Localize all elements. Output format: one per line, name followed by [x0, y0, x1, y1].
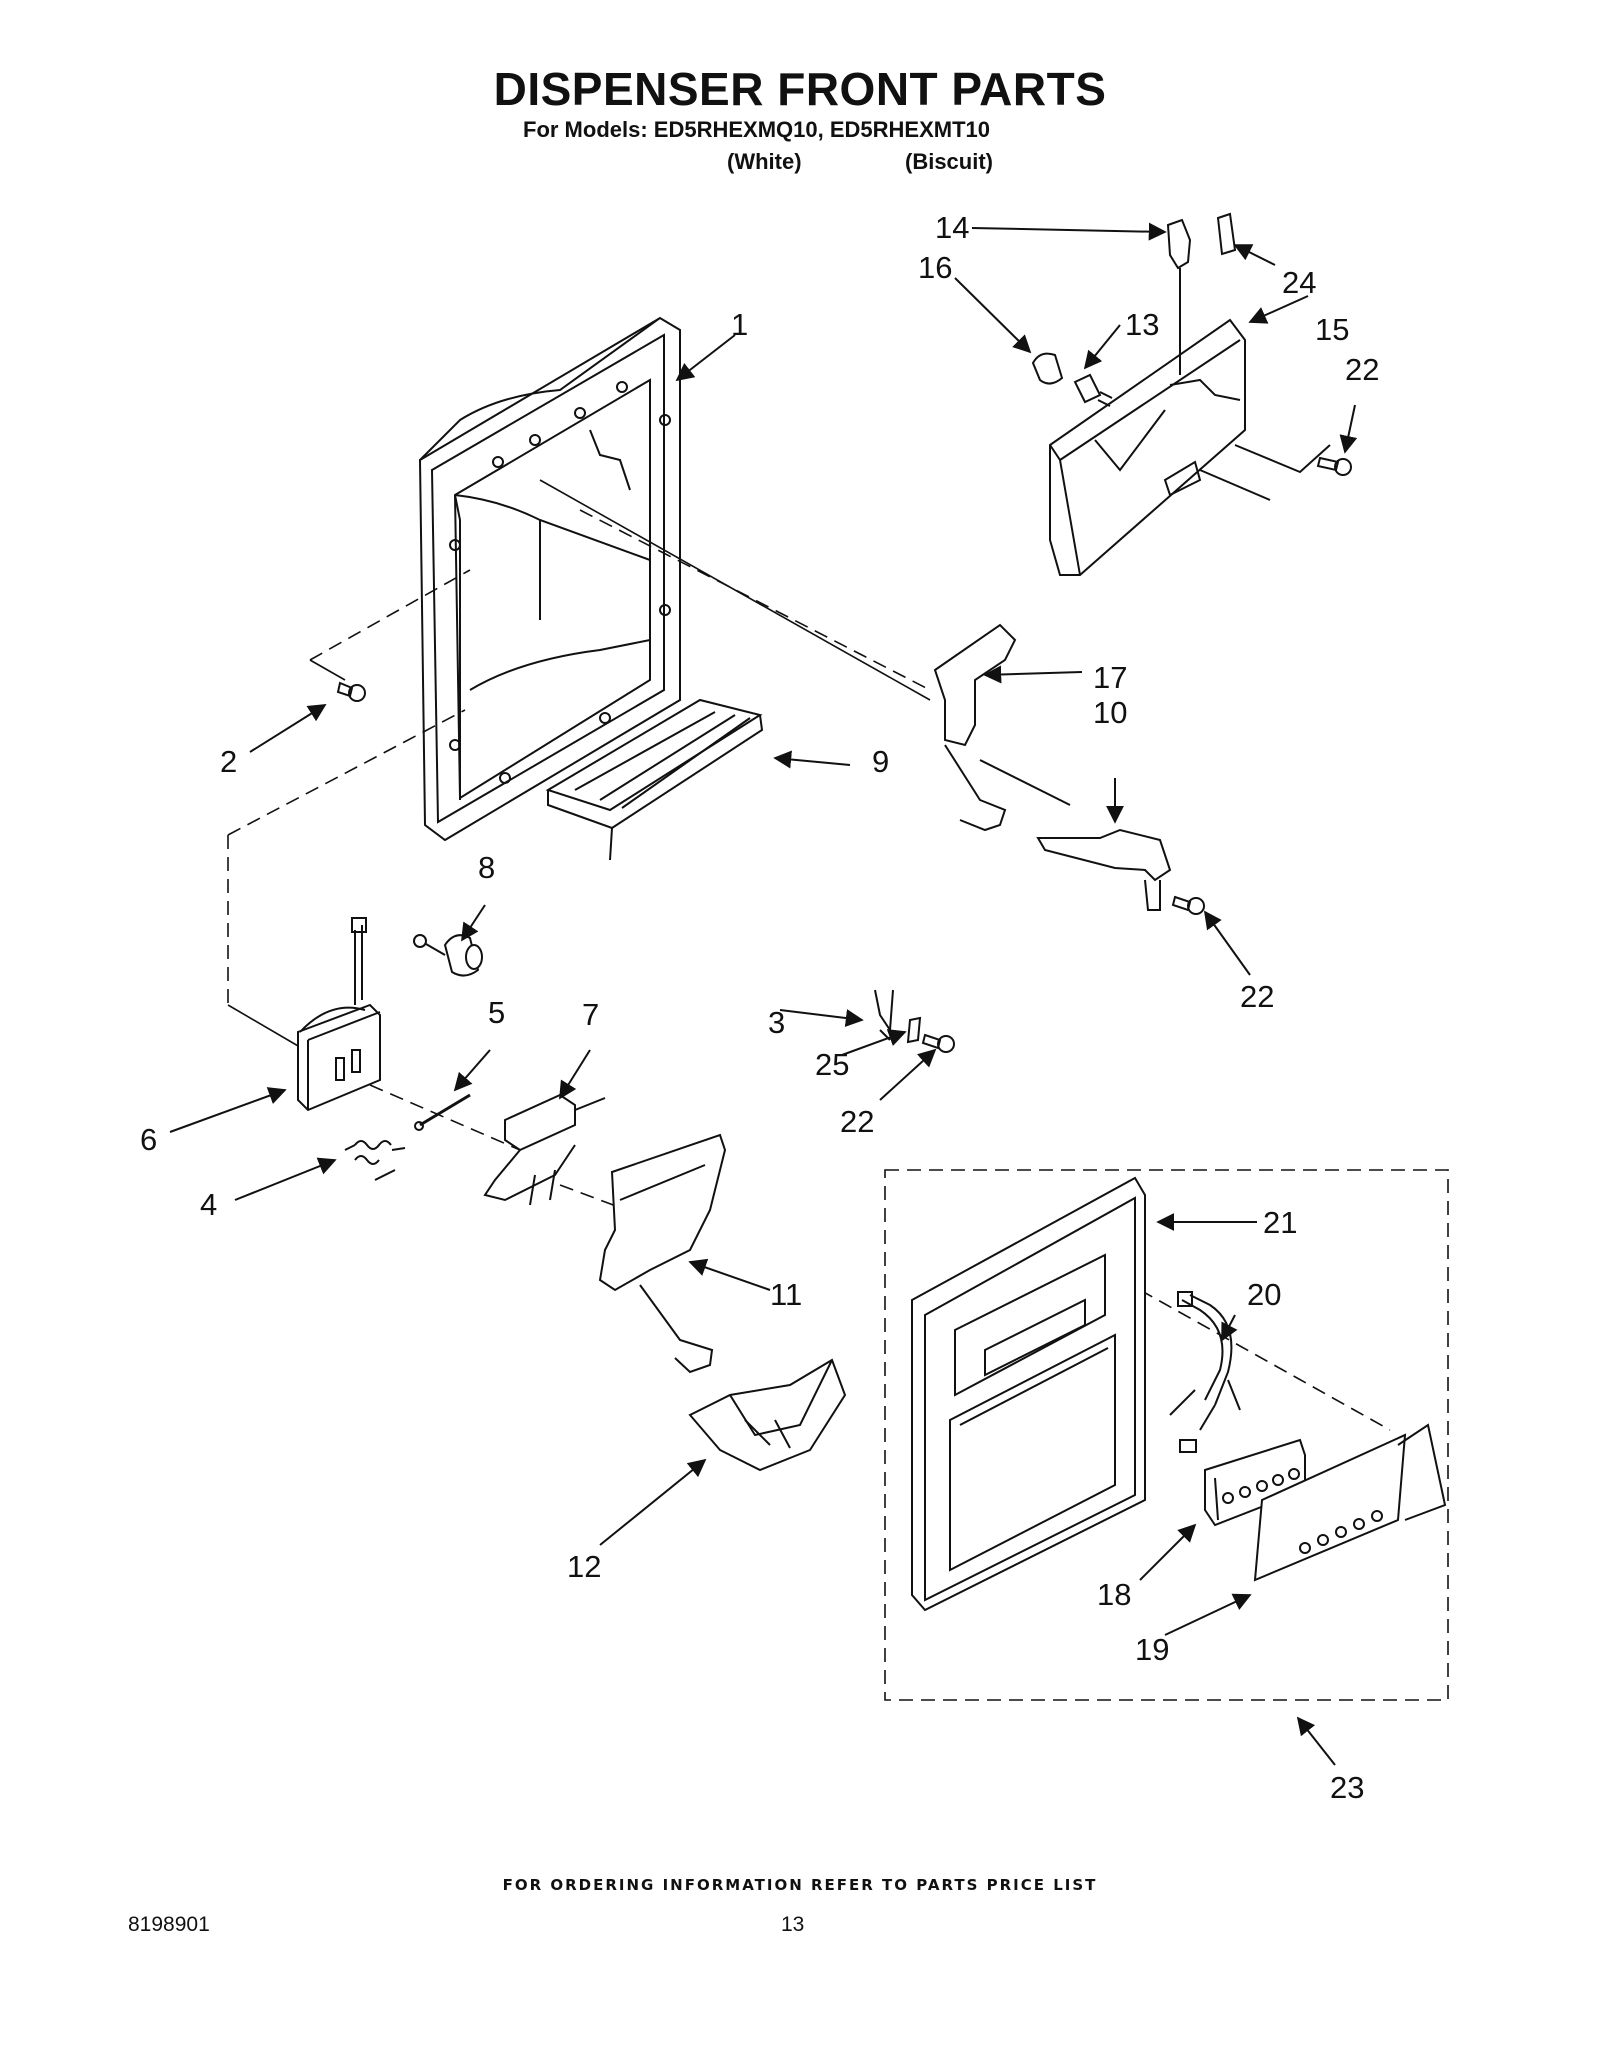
part-19-overlay [1253, 1423, 1447, 1582]
callout-21: 21 [1263, 1205, 1297, 1240]
callout-19: 19 [1135, 1632, 1169, 1667]
callout-13: 13 [1125, 307, 1159, 342]
part-24-insulator [1216, 212, 1237, 256]
part-1-housing [418, 316, 681, 842]
callout-leaders [169, 222, 1358, 1766]
part-22-screw-low [921, 1033, 955, 1053]
callout-22-top: 22 [1345, 352, 1379, 387]
part-15-bracket [1049, 318, 1331, 576]
part-8-actuator [413, 934, 483, 977]
callout-16: 16 [918, 250, 952, 285]
callout-15: 15 [1315, 312, 1349, 347]
part-9-drip-tray [545, 698, 764, 861]
callout-20: 20 [1247, 1277, 1281, 1312]
callout-25: 25 [815, 1047, 849, 1082]
callout-18: 18 [1097, 1577, 1131, 1612]
callout-labels: 1 2 3 4 5 6 7 8 9 10 11 12 13 14 15 16 1… [140, 210, 1379, 1805]
part-17-lever [933, 623, 1071, 832]
callout-3: 3 [768, 1005, 785, 1040]
callout-1: 1 [731, 307, 748, 342]
part-25-insulator [906, 1016, 922, 1044]
part-7-cradle [483, 1093, 606, 1206]
callout-22-low: 22 [840, 1104, 874, 1139]
part-13-socket [1073, 373, 1113, 407]
callout-22-mid: 22 [1240, 979, 1274, 1014]
part-22-screw-top [1316, 456, 1352, 476]
part-10-water-paddle [1036, 828, 1172, 911]
part-6-solenoid [297, 917, 381, 1112]
part-21-bezel [911, 1176, 1146, 1612]
callout-24: 24 [1282, 265, 1316, 300]
callout-14: 14 [935, 210, 969, 245]
callout-8: 8 [478, 850, 495, 885]
callout-2: 2 [220, 744, 237, 779]
callout-4: 4 [200, 1187, 217, 1222]
part-20-harness [1169, 1291, 1241, 1453]
part-5-pin [414, 1093, 471, 1131]
callout-7: 7 [582, 997, 599, 1032]
callout-5: 5 [488, 995, 505, 1030]
callout-9: 9 [872, 744, 889, 779]
page-title: DISPENSER FRONT PARTS [493, 63, 1107, 115]
ordering-note: FOR ORDERING INFORMATION REFER TO PARTS … [502, 1876, 1098, 1894]
part-14-switch [1166, 218, 1192, 375]
callout-10: 10 [1093, 695, 1127, 730]
page-number: 13 [781, 1913, 805, 1936]
callout-23: 23 [1330, 1770, 1364, 1805]
callout-17: 17 [1093, 660, 1127, 695]
part-3-clip [874, 989, 894, 1041]
callout-12: 12 [567, 1549, 601, 1584]
document-number: 8198901 [128, 1913, 210, 1936]
callout-11: 11 [770, 1277, 802, 1312]
part-22-screw-mid [1171, 895, 1205, 915]
part-4-spring [344, 1140, 406, 1181]
assembly-guide-lines [227, 509, 1449, 1701]
part-12-ice-guide [688, 1358, 847, 1472]
part-16-bulb [1031, 352, 1064, 385]
model-color-white: (White) [727, 149, 802, 174]
part-11-chute-door [598, 1133, 727, 1374]
model-color-biscuit: (Biscuit) [905, 149, 993, 174]
callout-6: 6 [140, 1122, 157, 1157]
part-2-screw [336, 681, 366, 702]
models-line: For Models: ED5RHEXMQ10, ED5RHEXMT10 [523, 117, 990, 142]
